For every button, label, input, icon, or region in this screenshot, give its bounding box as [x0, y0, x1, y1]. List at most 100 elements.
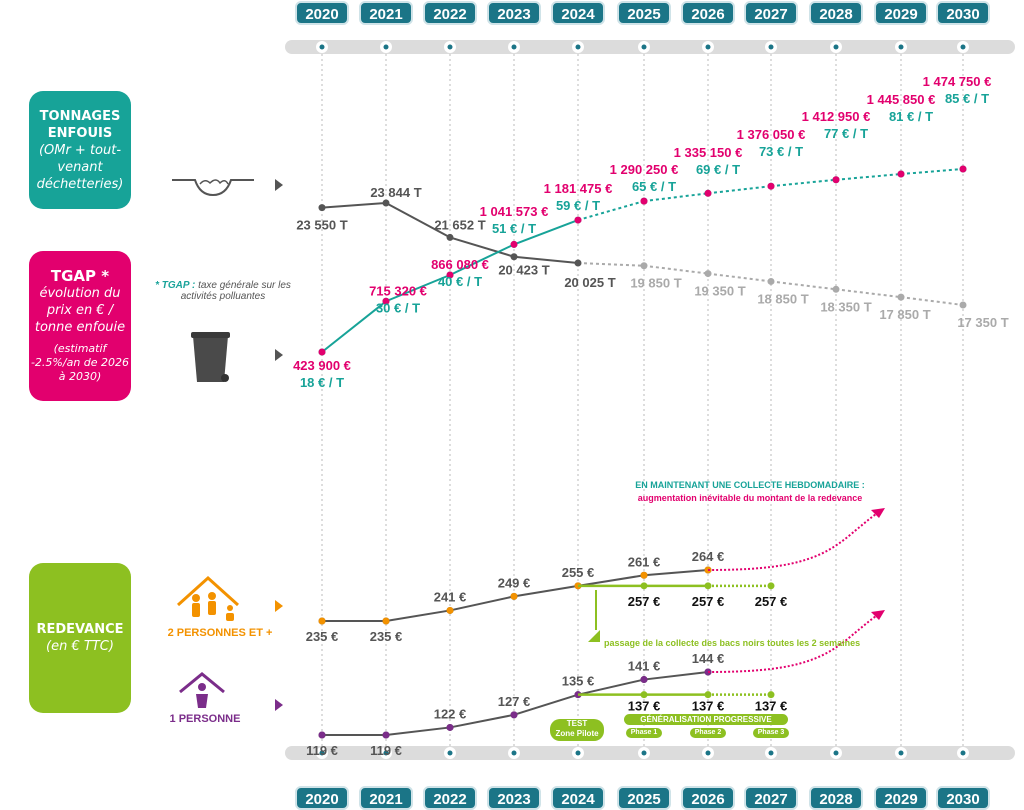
year-badge-bottom — [936, 786, 990, 810]
tgap-rate-label: 40 € / T — [438, 274, 482, 289]
year-label-top: 2027 — [754, 6, 787, 23]
landfill-waste-icon — [199, 179, 229, 185]
tonnage-segment — [835, 288, 902, 299]
tgap-point — [318, 348, 326, 356]
tonnage-segment — [770, 280, 837, 291]
pointer-arrow-icon — [275, 349, 283, 361]
year-marker-dot — [705, 44, 711, 50]
redevance-1-increase-arrow — [707, 613, 881, 673]
redevance-1-point — [446, 723, 454, 731]
year-badge-top — [617, 1, 671, 25]
tgap-rate-label: 77 € / T — [824, 126, 868, 141]
family-person-head-icon — [227, 605, 233, 611]
single-person-house-icon — [179, 672, 225, 694]
year-marker-dot — [447, 750, 453, 756]
year-badge-bottom — [744, 786, 798, 810]
year-label-bottom: 2024 — [561, 791, 595, 808]
tgap-rate-label: 73 € / T — [759, 144, 803, 159]
redevance-2plus-label: 261 € — [628, 554, 661, 569]
tgap-rate-label: 51 € / T — [492, 221, 536, 236]
tonnage-segment — [900, 296, 964, 306]
redevance-2plus-point — [446, 606, 454, 614]
redevance-2plus-label: 241 € — [434, 589, 467, 604]
tgap-note-text: taxe générale sur les activités polluant… — [180, 280, 291, 302]
tonnages-title: TONNAGES — [39, 108, 121, 124]
pilot-label: Zone Pilote — [555, 729, 599, 738]
year-marker-dot — [575, 750, 581, 756]
tonnage-point — [704, 270, 712, 278]
redevance-1-point — [318, 731, 326, 739]
redevance-2plus-point — [382, 617, 390, 625]
redevance-1-segment — [449, 713, 515, 729]
year-marker-dot — [833, 44, 839, 50]
year-label-top: 2023 — [497, 6, 530, 23]
generalisation-pill: GÉNÉRALISATION PROGRESSIVE — [624, 714, 788, 725]
redevance-1-segment — [385, 726, 451, 736]
year-label-top: 2024 — [561, 6, 595, 23]
tonnage-label: 18 350 T — [820, 299, 871, 314]
year-badge-top — [359, 1, 413, 25]
year-badge-bottom — [809, 786, 863, 810]
family-house-icon — [176, 575, 240, 607]
year-label-bottom: 2021 — [369, 791, 402, 808]
single-person-body-icon — [196, 694, 208, 708]
year-marker-dot — [383, 750, 389, 756]
trash-bin-lid-icon — [191, 332, 230, 338]
tgap-segment — [707, 185, 772, 195]
year-label-top: 2026 — [691, 6, 724, 23]
tonnage-point — [959, 301, 967, 309]
redevance-1-point — [510, 711, 518, 719]
tonnage-point — [574, 259, 582, 267]
year-marker-dot — [383, 44, 389, 50]
redevance-2plus-point — [640, 571, 648, 579]
redevance-title: REDEVANCE — [36, 622, 124, 637]
redevance-2plus-segment — [513, 584, 579, 598]
tonnage-point — [382, 199, 390, 207]
tgap-segment — [321, 300, 387, 353]
tgap-cost-label: 715 320 € — [369, 283, 427, 298]
tgap-point — [382, 297, 390, 305]
redevance-1-biweekly-point — [767, 691, 775, 699]
redevance-2plus-segment — [385, 609, 451, 622]
year-badge-bottom — [551, 786, 605, 810]
year-label-bottom: 2025 — [627, 791, 660, 808]
redevance-box: REDEVANCE (en € TTC) — [29, 563, 131, 713]
household-1-label: 1 PERSONNE — [169, 713, 241, 725]
tonnages-title-2: ENFOUIS — [47, 125, 113, 141]
tgap-cost-label: 1 290 250 € — [610, 162, 679, 177]
tonnage-label: 21 652 T — [434, 217, 485, 232]
tonnage-label: 19 350 T — [694, 284, 745, 299]
year-badge-bottom — [487, 786, 541, 810]
tgap-estimate: (estimatif -2.5%/an de 2026 à 2030) — [30, 342, 130, 383]
tonnage-label: 17 350 T — [957, 315, 1008, 330]
family-person-head-icon — [208, 592, 216, 600]
tonnage-label: 20 025 T — [564, 275, 615, 290]
year-badge-top — [681, 1, 735, 25]
tgap-rate-label: 18 € / T — [300, 375, 344, 390]
redevance-2plus-label: 235 € — [306, 629, 339, 644]
year-badge-top — [809, 1, 863, 25]
family-person-body-icon — [208, 601, 216, 615]
family-person-head-icon — [192, 594, 200, 602]
redevance-2plus-biweekly-label: 257 € — [628, 594, 661, 609]
year-badge-top — [744, 1, 798, 25]
year-label-top: 2025 — [627, 6, 660, 23]
tgap-subtitle: évolution du prix en € / tonne enfouie — [34, 286, 126, 335]
tgap-note-key: * TGAP : — [155, 280, 196, 291]
tgap-point — [640, 197, 648, 205]
year-marker-dot — [960, 750, 966, 756]
year-label-bottom: 2023 — [497, 791, 530, 808]
weekly-title: EN MAINTENANT UNE COLLECTE HEBDOMADAIRE … — [635, 480, 865, 490]
tgap-cost-label: 1 335 150 € — [674, 145, 743, 160]
year-marker-dot — [898, 750, 904, 756]
household-2plus-label: 2 PERSONNES ET + — [167, 627, 273, 639]
redevance-2plus-point — [510, 592, 518, 600]
pointer-arrow-icon — [275, 179, 283, 191]
redevance-1-label: 135 € — [562, 674, 595, 689]
tgap-cost-label: 1 041 573 € — [480, 204, 549, 219]
redevance-1-arrowhead — [871, 610, 885, 620]
redevance-1-segment — [643, 671, 709, 681]
year-label-bottom: 2027 — [754, 791, 787, 808]
